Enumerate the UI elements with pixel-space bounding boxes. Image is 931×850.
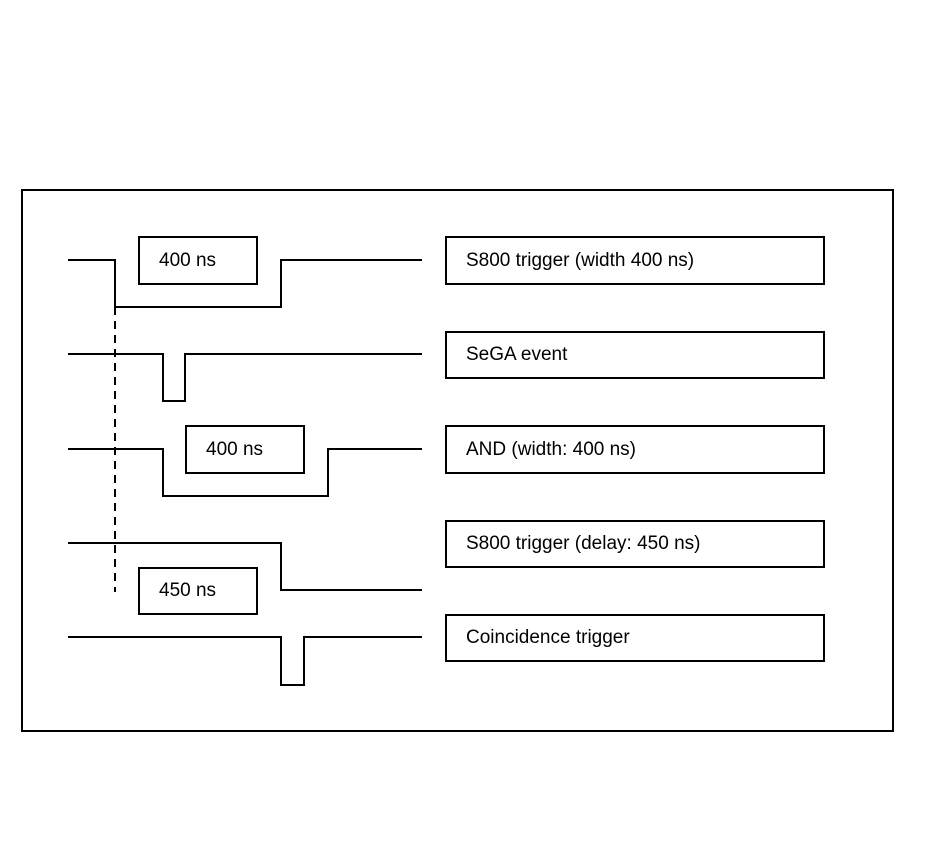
label-box-and: AND (width: 400 ns) (445, 425, 825, 474)
waveform-sega-event (68, 353, 422, 402)
duration-label: 400 ns (159, 249, 217, 271)
diagram-frame (21, 189, 894, 732)
duration-label: 400 ns (206, 438, 264, 460)
label-box-s800-delayed: S800 trigger (delay: 450 ns) (445, 520, 825, 568)
waveform-s800-trigger (68, 259, 422, 308)
waveform-and (68, 448, 422, 497)
duration-box-s800-delayed: 450 ns (138, 567, 258, 615)
duration-box-and: 400 ns (185, 425, 305, 474)
duration-box-s800-trigger: 400 ns (138, 236, 258, 285)
label-box-sega-event: SeGA event (445, 331, 825, 379)
signal-label: AND (width: 400 ns) (466, 438, 637, 460)
duration-label: 450 ns (159, 580, 217, 601)
signal-label: S800 trigger (width 400 ns) (466, 249, 695, 271)
waveform-s800-delayed (68, 542, 422, 591)
signal-label: S800 trigger (delay: 450 ns) (466, 533, 701, 554)
signal-label: Coincidence trigger (466, 627, 630, 648)
label-box-coincidence: Coincidence trigger (445, 614, 825, 662)
label-box-s800-trigger: S800 trigger (width 400 ns) (445, 236, 825, 285)
waveform-coincidence (68, 636, 422, 686)
signal-label: SeGA event (466, 344, 568, 365)
